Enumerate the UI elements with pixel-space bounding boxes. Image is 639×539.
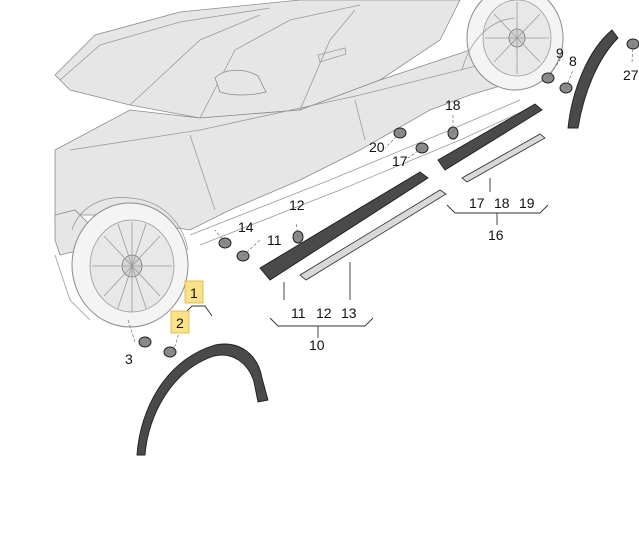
callout-20: 20: [369, 139, 385, 155]
front-door-trim-strip: [259, 171, 429, 281]
callout-9: 9: [556, 45, 564, 61]
callout-8: 8: [569, 53, 577, 69]
callout-1-highlight: [184, 280, 204, 304]
rear-door-trim-strip: [437, 103, 543, 171]
callout-2-highlight: [170, 310, 190, 334]
rear-wheel-arch-trim: [567, 29, 619, 129]
callout-18-clip: 18: [445, 97, 461, 113]
callout-12: 12: [316, 305, 332, 321]
callouts: 1 2 3 14 11 12 11 12 13 10 20 17 18 17 1…: [125, 45, 639, 367]
callout-18: 18: [494, 195, 510, 211]
rear-wheel: [461, 0, 564, 91]
leader-lines: [127, 43, 634, 353]
callout-19: 19: [519, 195, 535, 211]
callout-13: 13: [341, 305, 357, 321]
callout-2: 2: [176, 315, 184, 331]
callout-17: 17: [469, 195, 485, 211]
car-body: [54, 0, 561, 321]
callout-16: 16: [488, 227, 504, 243]
callout-3: 3: [125, 351, 133, 367]
front-door-trim-insert: [299, 189, 447, 281]
front-wheel-arch-trim: [136, 343, 269, 456]
callout-10: 10: [309, 337, 325, 353]
callout-17-clip: 17: [392, 153, 408, 169]
callout-14: 14: [238, 219, 254, 235]
callout-12-clip: 12: [289, 197, 305, 213]
callout-27: 27: [623, 67, 639, 83]
callout-1: 1: [190, 285, 198, 301]
front-wheel: [71, 197, 189, 328]
callout-11-clip: 11: [267, 232, 282, 248]
rear-door-trim-insert: [461, 133, 546, 183]
callout-11: 11: [291, 305, 306, 321]
